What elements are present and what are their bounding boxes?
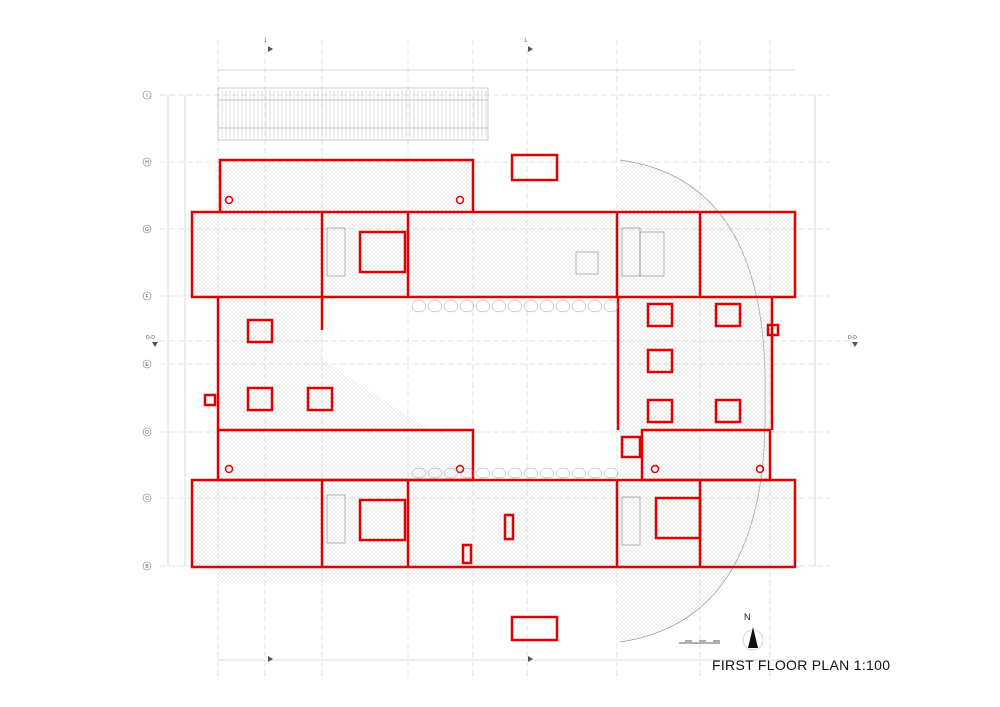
pergola	[217, 87, 489, 141]
section-mark-label: D-D	[146, 335, 155, 341]
grid-bubble-label: B	[145, 564, 149, 570]
grid-bubble	[142, 359, 152, 369]
grid-bubbles: I H G F E D C B	[142, 90, 152, 571]
grid-bubble-label: H	[145, 160, 149, 166]
grid-bubble	[142, 157, 152, 167]
north-arrow-icon	[742, 627, 764, 651]
drawing-title: FIRST FLOOR PLAN 1:100	[712, 657, 891, 673]
grid-bubble-label: D	[145, 430, 149, 436]
grid-bubble	[142, 291, 152, 301]
dimension-lines	[167, 69, 816, 661]
columns	[224, 195, 765, 474]
section-marks	[152, 46, 858, 662]
grid-bubble	[142, 427, 152, 437]
floor-areas	[192, 160, 795, 582]
section-mark-label: D-D	[848, 335, 857, 341]
grid-bubble-label: C	[145, 496, 149, 502]
grid-bubble	[142, 493, 152, 503]
grid-bubble	[142, 90, 152, 100]
grid-bubble-label: E	[145, 362, 149, 368]
grid-bubble	[142, 224, 152, 234]
scale-bar	[679, 640, 720, 644]
north-label: N	[744, 612, 751, 622]
stairs	[326, 227, 665, 546]
grid-bubble-label: I	[146, 93, 147, 99]
section-mark-label: 1	[264, 38, 267, 44]
pergola-slats	[221, 90, 487, 138]
arcade-arches	[411, 299, 619, 479]
grid-bubble-label: F	[145, 294, 148, 300]
grid-bubble	[142, 561, 152, 571]
grid-bubble-label: G	[145, 227, 149, 233]
walls	[190, 153, 797, 642]
section-mark-label: 1	[524, 38, 527, 44]
